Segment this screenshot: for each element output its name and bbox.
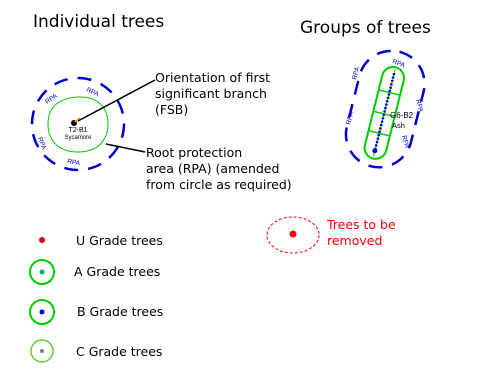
c-grade-dot <box>40 349 44 353</box>
legend-label-a-grade: A Grade trees <box>74 264 161 279</box>
b-grade-dot <box>39 309 45 315</box>
group-rpa-label-4: RPA <box>414 99 424 114</box>
individual-tree-tag: T2-B1 <box>68 127 87 134</box>
individual-rpa-label-3: RPA <box>36 136 47 151</box>
a-grade-dot <box>39 269 45 275</box>
legend-marker-c-grade <box>30 339 54 363</box>
individual-rpa-circle <box>30 76 126 172</box>
rpa-leader-line <box>105 143 146 153</box>
rpa-line-2: area (RPA) (amended <box>146 161 280 176</box>
group-rpa-label-3: RPA <box>345 111 355 126</box>
a-grade-ring <box>29 259 55 285</box>
u-grade-dot <box>39 237 45 243</box>
group-canopy-outline <box>363 65 405 160</box>
removal-stem <box>289 230 297 238</box>
fsb-line-1: Orientation of first <box>155 70 270 85</box>
removal-outline <box>266 216 320 254</box>
removal-label: Trees to be removed <box>327 217 396 249</box>
removal-label-line-1: Trees to be <box>327 217 396 232</box>
fsb-mark <box>74 117 81 123</box>
legend-marker-a-grade <box>29 259 55 285</box>
group-tree-tag: G6-B2 <box>390 111 414 120</box>
individual-tree-species: Sycamore <box>64 135 92 141</box>
individual-canopy-outline <box>47 96 109 153</box>
c-grade-ring <box>30 339 54 363</box>
b-grade-ring <box>29 299 55 325</box>
group-rpa-label-2: RPA <box>351 66 361 81</box>
fsb-annotation: Orientation of first significant branch … <box>155 70 270 118</box>
heading-individual-trees: Individual trees <box>33 12 165 32</box>
rpa-line-1: Root protection <box>146 145 243 160</box>
fsb-leader-line <box>77 79 156 122</box>
group-tree-species: Ash <box>392 121 405 130</box>
group-rpa-label-1: RPA <box>391 58 406 69</box>
rpa-annotation: Root protection area (RPA) (amended from… <box>146 145 292 193</box>
group-stem-end <box>372 148 378 154</box>
group-rpa-outline <box>344 49 426 169</box>
group-rpa-label-5: RPA <box>400 135 410 150</box>
fsb-line-3: (FSB) <box>155 102 189 117</box>
removal-label-line-2: removed <box>327 233 383 248</box>
legend-marker-b-grade <box>29 299 55 325</box>
group-rpa-group <box>344 49 426 169</box>
rpa-line-3: from circle as required) <box>146 177 292 192</box>
fsb-line-2: significant branch <box>155 86 267 101</box>
legend-label-c-grade: C Grade trees <box>76 344 163 359</box>
individual-rpa-label-2: RPA <box>85 86 100 98</box>
legend-label-u-grade: U Grade trees <box>76 233 163 248</box>
legend-marker-u-grade <box>39 237 45 243</box>
legend-label-b-grade: B Grade trees <box>77 304 164 319</box>
individual-rpa-label-4: RPA <box>67 158 82 167</box>
heading-groups-of-trees: Groups of trees <box>300 18 431 38</box>
group-stem-line <box>373 72 396 152</box>
